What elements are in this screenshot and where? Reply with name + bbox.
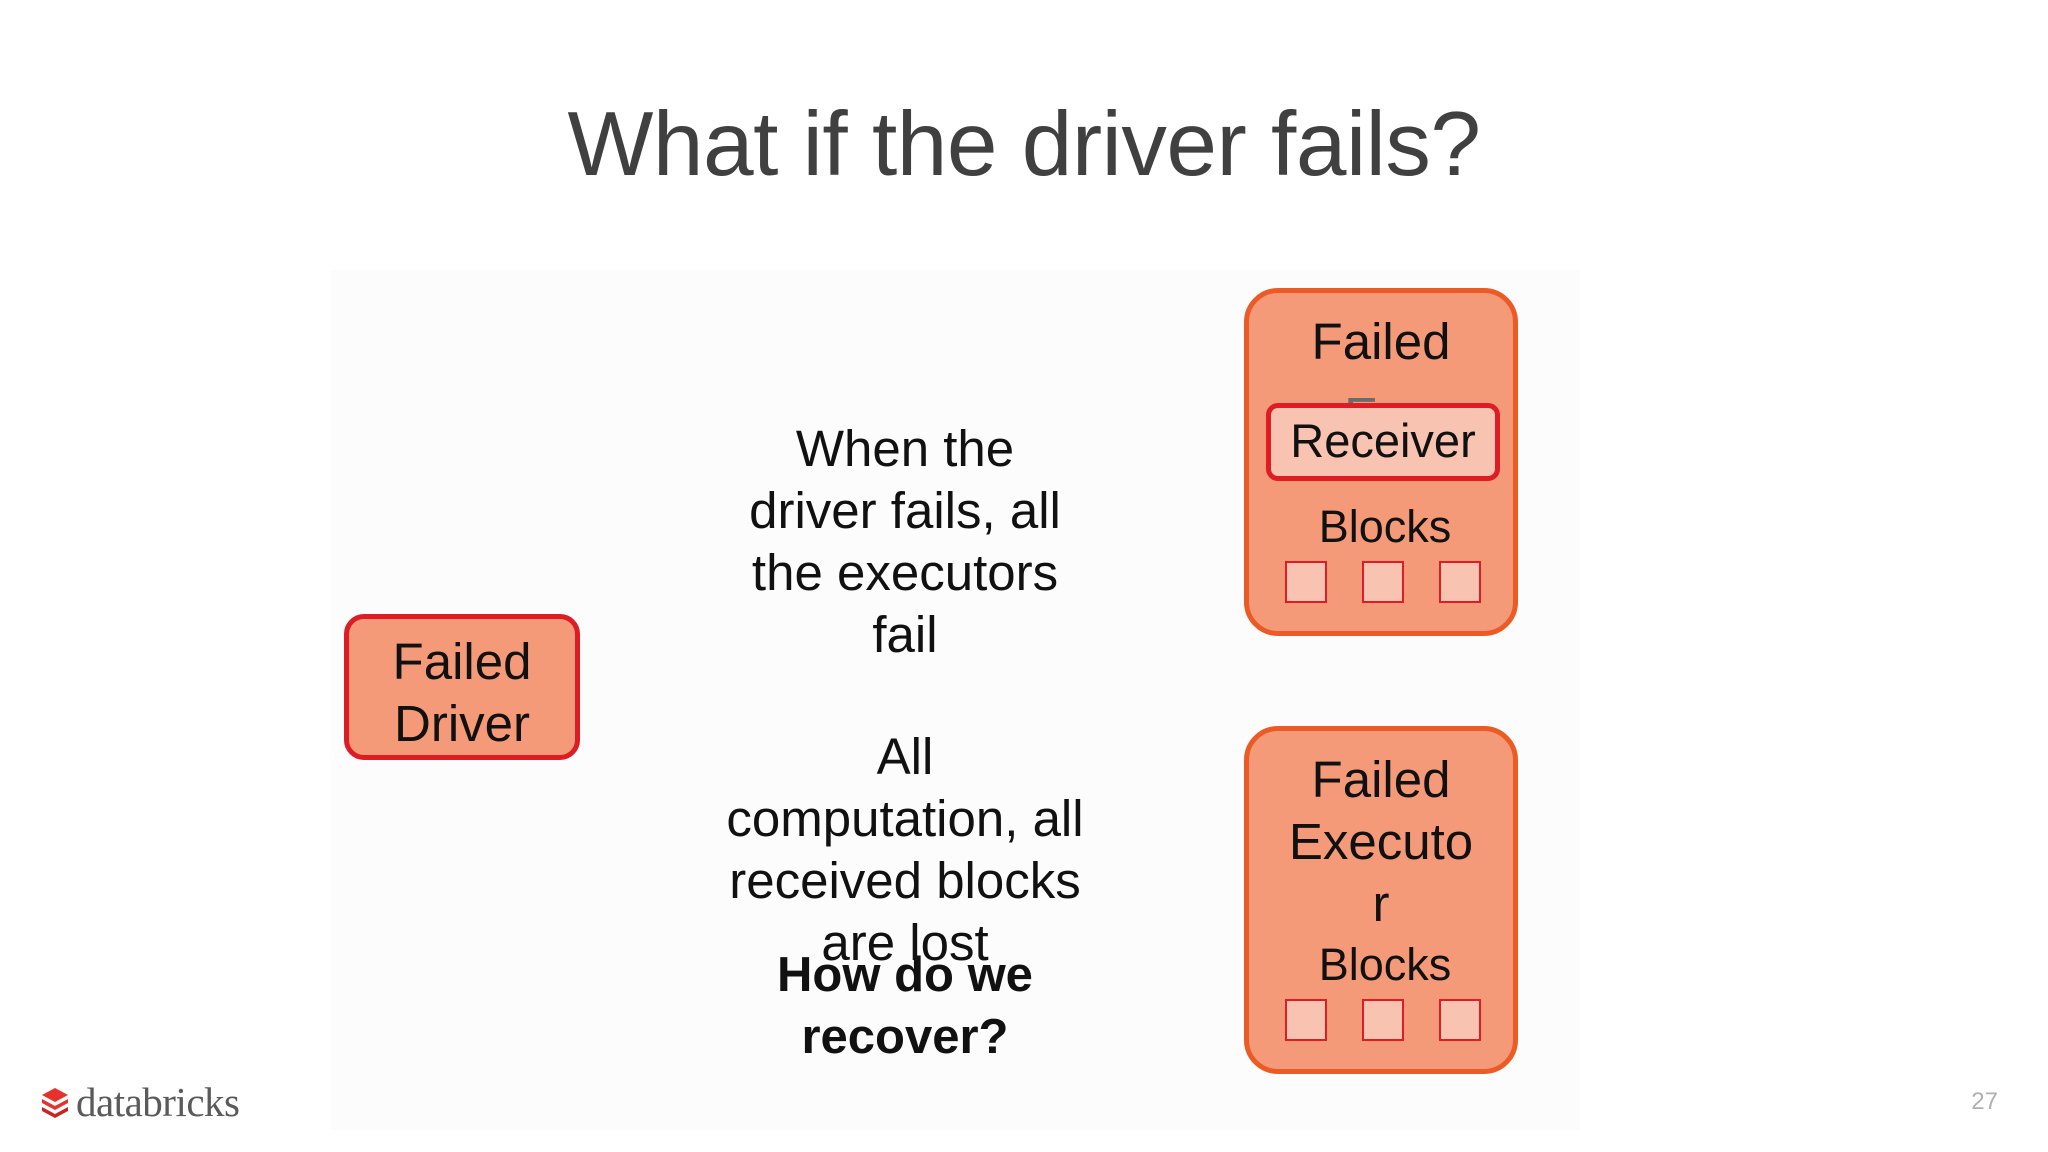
- explanation-line: the executors: [751, 544, 1059, 601]
- executor-bottom-label-line3: r: [1372, 875, 1390, 932]
- executor-bottom-label-line2: Executo: [1288, 813, 1474, 870]
- explanation-line: are lost: [821, 914, 989, 971]
- slide-title: What if the driver fails?: [567, 94, 1481, 195]
- executor-top-label: Failed: [1311, 313, 1451, 370]
- executor-top-blocks-label: Blocks: [1318, 501, 1452, 552]
- question-line: recover?: [801, 1010, 1009, 1064]
- executor-bottom-label-line1: Failed: [1311, 751, 1451, 808]
- page-number: 27: [1971, 1088, 1998, 1115]
- databricks-logo: databricks: [40, 1079, 240, 1125]
- block-square: [1285, 561, 1327, 603]
- receiver-box: Receiver: [1266, 403, 1500, 481]
- databricks-stack-icon: [42, 1088, 68, 1118]
- logo-wordmark: databricks: [76, 1079, 240, 1125]
- explanation-line: fail: [872, 606, 938, 663]
- block-square: [1362, 999, 1404, 1041]
- explanation-paragraph-1: When the driver fails, all the executors…: [700, 418, 1110, 666]
- recovery-question: How do we recover?: [700, 944, 1110, 1068]
- block-square: [1285, 999, 1327, 1041]
- explanation-line: When the: [795, 420, 1015, 477]
- explanation-line: All: [876, 728, 934, 785]
- explanation-paragraph-2: All computation, all received blocks are…: [700, 726, 1110, 974]
- block-square: [1439, 999, 1481, 1041]
- explanation-line: received blocks: [729, 852, 1081, 909]
- failed-executor-box-top: Failed Ex. Receiver Blocks: [1244, 288, 1518, 636]
- failed-driver-box: Failed Driver: [344, 614, 580, 760]
- executor-bottom-blocks-label: Blocks: [1318, 939, 1452, 990]
- question-line: How do we: [777, 948, 1033, 1002]
- block-square: [1362, 561, 1404, 603]
- block-square: [1439, 561, 1481, 603]
- driver-label-line2: Driver: [394, 695, 530, 752]
- explanation-line: driver fails, all: [749, 482, 1061, 539]
- failed-executor-box-bottom: Failed Executo r Blocks: [1244, 726, 1518, 1074]
- explanation-line: computation, all: [726, 790, 1084, 847]
- driver-label-line1: Failed: [392, 633, 532, 690]
